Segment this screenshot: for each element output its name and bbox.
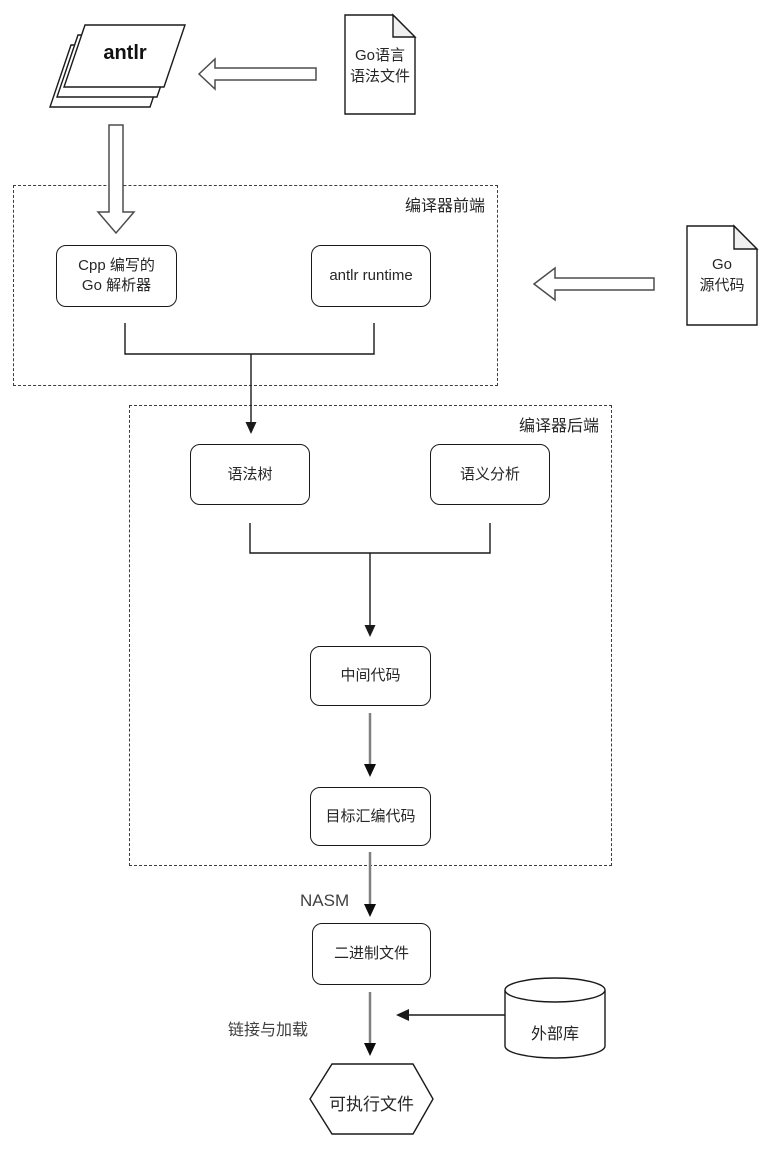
backend-group-label: 编译器后端 bbox=[518, 418, 599, 435]
node-syntax-tree: 语法树 bbox=[190, 444, 310, 505]
intermediate-code-label: 中间代码 bbox=[340, 667, 401, 684]
antlr-stack-shape bbox=[49, 24, 186, 108]
external-lib-arrowhead bbox=[396, 1009, 409, 1021]
grammar-to-antlr-arrow bbox=[197, 57, 317, 91]
grammar-doc-line1: Go语言 bbox=[354, 47, 405, 64]
node-semantic-analysis: 语义分析 bbox=[430, 444, 550, 505]
binary-to-executable-arrowhead bbox=[364, 1043, 376, 1056]
source-doc-line1: Go bbox=[711, 256, 732, 273]
cpp-parser-line2: Go 解析器 bbox=[81, 277, 152, 294]
grammar-doc-fold bbox=[392, 13, 417, 38]
source-to-frontend-arrow bbox=[532, 266, 655, 302]
assembly-to-binary-arrowhead bbox=[364, 904, 376, 917]
node-binary-file: 二进制文件 bbox=[312, 923, 431, 985]
source-doc-label: Go 源代码 bbox=[687, 254, 757, 296]
node-target-assembly: 目标汇编代码 bbox=[310, 787, 431, 846]
frontend-group-box: 编译器前端 bbox=[13, 185, 498, 386]
syntax-tree-label: 语法树 bbox=[227, 465, 273, 483]
antlr-runtime-label: antlr runtime bbox=[329, 267, 413, 284]
node-intermediate-code: 中间代码 bbox=[310, 646, 431, 706]
grammar-doc-line2: 语法文件 bbox=[349, 68, 410, 85]
binary-file-label: 二进制文件 bbox=[333, 945, 409, 962]
cpp-parser-line1: Cpp 编写的 bbox=[78, 257, 155, 274]
antlr-stack-label: antlr bbox=[103, 42, 147, 64]
external-lib-cylinder bbox=[504, 977, 606, 1059]
nasm-annotation: NASM bbox=[300, 891, 350, 910]
node-cpp-go-parser: Cpp 编写的 Go 解析器 bbox=[56, 245, 177, 307]
external-lib-label: 外部库 bbox=[530, 1026, 579, 1043]
link-load-annotation: 链接与加载 bbox=[228, 1022, 309, 1039]
node-antlr-runtime: antlr runtime bbox=[311, 245, 431, 307]
target-assembly-label: 目标汇编代码 bbox=[325, 807, 416, 825]
grammar-doc-label: Go语言 语法文件 bbox=[345, 45, 415, 87]
executable-label: 可执行文件 bbox=[329, 1095, 414, 1114]
semantic-analysis-label: 语义分析 bbox=[459, 465, 520, 483]
frontend-group-label: 编译器前端 bbox=[404, 198, 485, 215]
source-doc-fold bbox=[733, 224, 759, 250]
source-doc-line2: 源代码 bbox=[699, 277, 745, 294]
